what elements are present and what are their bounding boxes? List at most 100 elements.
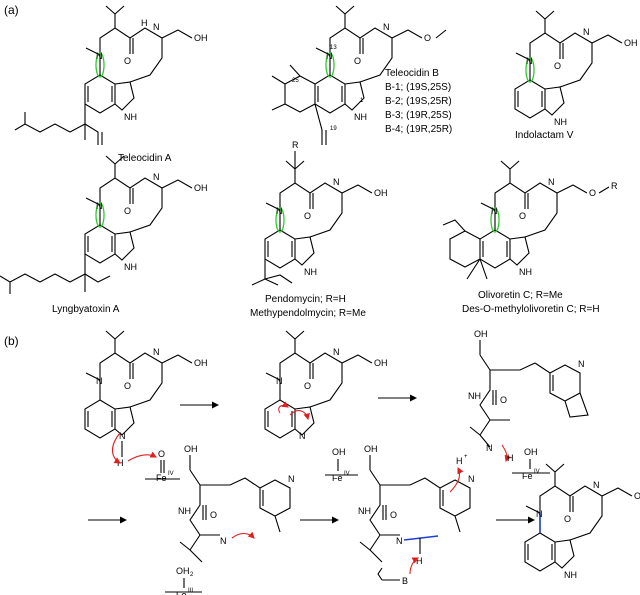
atom-h: H — [507, 453, 514, 463]
new-bond — [403, 535, 439, 541]
atom-n: N — [526, 56, 533, 66]
fe-label: Fe — [176, 590, 187, 595]
structure-olivoretin-c: N O N O R NH — [442, 160, 618, 280]
fe-oxidation: IV — [168, 471, 174, 477]
panel-a-label: (a) — [4, 3, 19, 17]
structure-teleocidin-b: N 13 O N O NH 1 25 19 — [271, 5, 447, 145]
atom-n: N — [153, 347, 160, 357]
atom-o: O — [304, 211, 311, 221]
atom-oh: OH — [184, 444, 198, 454]
fe-label: Fe — [156, 473, 167, 483]
atom-nh: NH — [178, 506, 191, 516]
atom-n: N — [396, 536, 403, 546]
label-teleocidin-a: Teleocidin A — [118, 153, 172, 164]
h-plus: H — [456, 456, 463, 466]
atom-o: O — [210, 510, 217, 520]
mechanism-step1: N N O OH N H O Fe IV — [84, 330, 208, 483]
fe-oxidation: III — [188, 588, 193, 594]
atom-o: O — [304, 381, 311, 391]
label-methypendolmycin: Methypendolmycin; R=Me — [250, 308, 366, 319]
atom-n: N — [593, 480, 600, 490]
atom-o: O — [390, 510, 397, 520]
atom-n: N — [288, 474, 295, 484]
label-pendomycin: Pendomycin; R=H — [265, 294, 346, 305]
green-highlight — [490, 207, 500, 233]
fe-label: Fe — [332, 473, 343, 483]
atom-nh: NH — [304, 267, 317, 277]
label-teleocidin-b: Teleocidin B — [385, 68, 439, 79]
atom-n: N — [276, 206, 283, 216]
atom-nh: NH — [564, 570, 577, 580]
atom-n: N — [536, 509, 543, 519]
atom-nh: NH — [468, 391, 481, 401]
atom-n: N — [326, 51, 333, 61]
atom-oh: OH — [624, 38, 638, 48]
oh-label: OH — [524, 447, 538, 457]
green-highlight — [95, 202, 105, 228]
mechanism-step2: N N O OH N OH Fe IV — [264, 330, 388, 483]
mechanism-step5: OH NH O N N H + H B — [358, 444, 475, 586]
atom-oh: OH — [364, 444, 378, 454]
atom-n: N — [299, 431, 306, 441]
atom-r: R — [292, 140, 299, 150]
label-indolactam-v: Indolactam V — [515, 130, 574, 141]
label-teleocidin-b2: B-2; (19S,25R) — [385, 96, 452, 107]
atom-n: N — [578, 359, 585, 369]
atom-o: O — [124, 381, 131, 391]
mechanism-step4: OH NH O N N OH 2 Fe III — [165, 444, 295, 595]
structure-indolactam-v: N O N OH NH — [514, 10, 638, 127]
oh2-label: OH — [176, 566, 190, 576]
atom-r: R — [611, 181, 618, 191]
label-teleocidin-b1: B-1; (19S,25S) — [385, 82, 451, 93]
atom-h: H — [416, 556, 423, 566]
atom-n: N — [583, 27, 590, 37]
atom-o: O — [589, 188, 596, 198]
atom-o: O — [519, 211, 526, 221]
atom-n: N — [153, 22, 160, 32]
atom-number: 25 — [292, 78, 299, 84]
atom-oh: OH — [374, 188, 388, 198]
atom-n: N — [333, 347, 340, 357]
fe-oxidation: IV — [344, 471, 350, 477]
fe-label: Fe — [522, 471, 533, 481]
label-lyngbyatoxin-a: Lyngbyatoxin A — [52, 304, 120, 315]
atom-nh: NH — [519, 267, 532, 277]
structure-pendomycin: R N O N OH NH — [251, 140, 388, 286]
mechanism-product: N O N OH NH — [524, 463, 640, 580]
h-plus-charge: + — [464, 454, 468, 460]
atom-n: N — [491, 206, 498, 216]
structure-lyngbyatoxin-a: N O N OH NH — [0, 155, 208, 294]
atom-nh: NH — [554, 117, 567, 127]
atom-oh: OH — [194, 183, 208, 193]
atom-n: N — [96, 201, 103, 211]
atom-o: O — [500, 395, 507, 405]
atom-n: N — [486, 443, 493, 453]
green-highlight — [325, 52, 335, 78]
atom-n: N — [153, 172, 160, 182]
label-des-o-methylolivoretin: Des-O-methylolivoretin C; R=H — [462, 304, 600, 315]
atom-o: O — [124, 206, 131, 216]
atom-nh: NH — [354, 112, 367, 122]
atom-n: N — [468, 474, 475, 484]
atom-nh: NH — [358, 506, 371, 516]
base-label: B — [402, 576, 408, 586]
atom-oh: OH — [194, 358, 208, 368]
fe-oxidation: IV — [534, 469, 540, 475]
atom-n: N — [383, 22, 390, 32]
atom-o: O — [424, 33, 431, 43]
atom-oh: OH — [634, 491, 640, 501]
atom-n: N — [96, 376, 103, 386]
atom-number: 13 — [330, 45, 337, 51]
label-teleocidin-b3: B-3; (19R,25S) — [385, 110, 452, 121]
atom-nh: NH — [124, 262, 137, 272]
atom-n: N — [333, 177, 340, 187]
atom-n: N — [548, 177, 555, 187]
atom-oh: OH — [474, 329, 488, 339]
green-highlight — [95, 52, 105, 78]
green-highlight — [275, 207, 285, 233]
oh2-subscript: 2 — [190, 572, 194, 578]
mechanism-step3: OH NH O N N H OH Fe IV — [468, 329, 589, 481]
atom-o: O — [564, 514, 571, 524]
atom-n: N — [220, 536, 227, 546]
